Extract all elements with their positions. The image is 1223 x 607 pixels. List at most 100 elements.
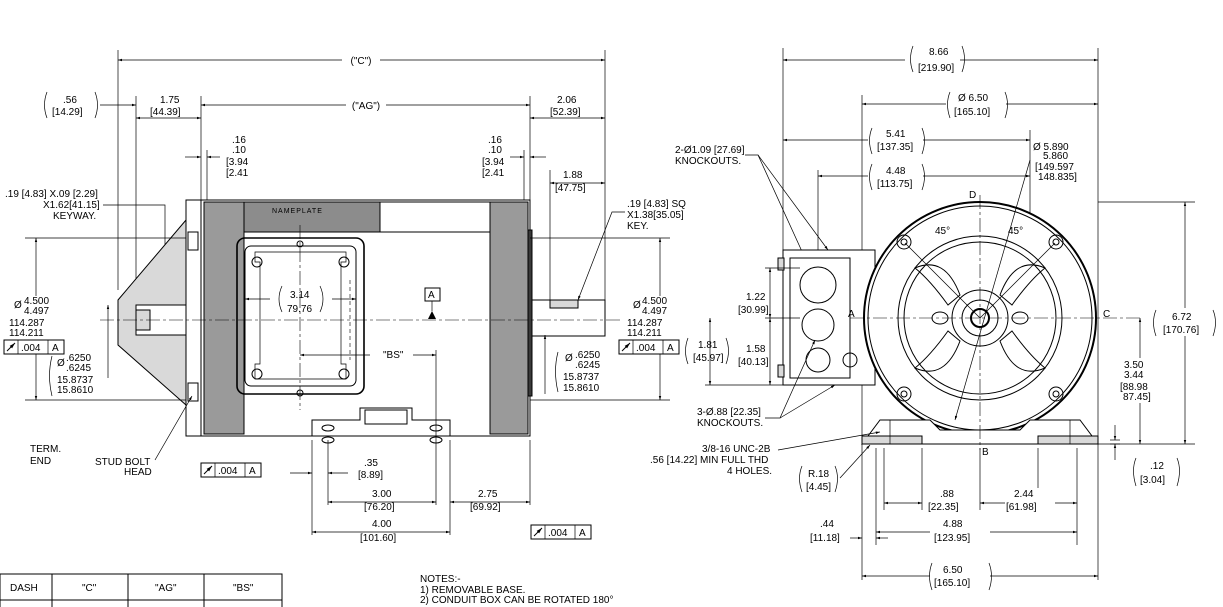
dim-181: 1.81 xyxy=(698,340,718,351)
dim-044-mm: [11.18] xyxy=(810,533,840,544)
nameplate-label: NAMEPLATE xyxy=(272,208,323,215)
table-header-dash: DASH xyxy=(10,583,38,594)
dim-044: .44 xyxy=(820,519,834,530)
pilot-left-mm1: 15.8737 xyxy=(57,375,94,386)
dim-400-mm: [101.60] xyxy=(360,533,396,544)
shaft-left-diam-symbol: Ø xyxy=(14,300,22,311)
datum-a-center: A xyxy=(428,290,435,301)
dim-206: 2.06 xyxy=(557,95,577,106)
shaft-right-diam-symbol: Ø xyxy=(633,300,641,311)
bolt-circle-diam: Ø 5.890 xyxy=(1033,142,1069,153)
dim-275-mm: [69.92] xyxy=(470,502,501,513)
dim-181-mm: [45.97] xyxy=(693,353,724,364)
dim-158: 1.58 xyxy=(746,344,766,355)
bolt-circle-mm1: [149.597 xyxy=(1035,162,1074,173)
label-a: A xyxy=(848,309,855,320)
bolt-circle-d2: 5.860 xyxy=(1043,151,1068,162)
end-view: 8.66 [219.90] Ø 6.50 [165.10] 5.41 [137.… xyxy=(650,44,1216,592)
side-view: ("C") ("AG") .56 [14.29] 1.75 [44.39] 2.… xyxy=(3,50,686,544)
dim-ag-label: ("AG") xyxy=(352,101,380,112)
dim-314: 3.14 xyxy=(290,290,310,301)
dim-350: 3.50 xyxy=(1124,360,1144,371)
shaft-left-mm1: 114.287 xyxy=(9,318,45,329)
dim-056-mm: [14.29] xyxy=(52,107,83,118)
dim-344: 3.44 xyxy=(1124,370,1144,381)
pilot-left-d2: .6245 xyxy=(66,363,91,374)
dim-400: 4.00 xyxy=(372,519,392,530)
pilot-right-mm2: 15.8610 xyxy=(563,383,600,394)
notes-title: NOTES:- xyxy=(420,574,461,585)
dim-650-bot-mm: [165.10] xyxy=(934,578,970,589)
keyway-note-line2: X1.62[41.15] xyxy=(43,200,100,211)
dim-650-bot: 6.50 xyxy=(943,565,963,576)
pilot-left-d1: .6250 xyxy=(66,353,91,364)
dim-r18-mm: [4.45] xyxy=(806,482,831,493)
dimension-table: DASH "C" "AG" "BS" xyxy=(0,573,283,607)
shaft-left-d2: 4.497 xyxy=(24,306,49,317)
dim-175: 1.75 xyxy=(160,95,180,106)
label-b: B xyxy=(982,447,989,458)
thread-line3: 4 HOLES. xyxy=(727,466,772,477)
dim-158-mm: [40.13] xyxy=(738,357,769,368)
tol-bottom-right-value: .004 xyxy=(548,528,568,539)
table-header-ag: "AG" xyxy=(155,583,177,594)
dim-c-label: ("C") xyxy=(351,56,372,67)
term-end-line1: TERM. xyxy=(30,444,61,455)
dim-088-mm: [22.35] xyxy=(928,502,959,513)
dim-650-top-mm: [165.10] xyxy=(954,107,990,118)
shaft-right-d1: 4.500 xyxy=(642,296,667,307)
dim-bs-label: "BS" xyxy=(383,350,404,361)
dim-010-left: .10 xyxy=(232,145,246,156)
dim-394-left: [3.94 xyxy=(226,157,249,168)
motor-end-body xyxy=(777,201,1099,445)
dim-016-left: .16 xyxy=(232,135,246,146)
note-1: 1) REMOVABLE BASE. xyxy=(420,585,525,596)
dim-650-top: Ø 6.50 xyxy=(958,93,988,104)
dim-672: 6.72 xyxy=(1172,312,1192,323)
dim-010-right: .10 xyxy=(488,145,502,156)
dim-541-mm: [137.35] xyxy=(877,142,913,153)
dim-314-mm: 79.76 xyxy=(287,304,312,315)
table-header-bs: "BS" xyxy=(233,583,254,594)
keyway-note-line1: .19 [4.83] X.09 [2.29] xyxy=(5,189,98,200)
tol-left-datum: A xyxy=(52,343,59,354)
tol-bottom-datum: A xyxy=(249,466,256,477)
knockout-bot-line2: KNOCKOUTS. xyxy=(697,418,763,429)
dim-088: .88 xyxy=(940,489,954,500)
dim-206-mm: [52.39] xyxy=(550,107,581,118)
shaft-right-mm2: 114.211 xyxy=(627,328,662,339)
dim-122: 1.22 xyxy=(746,292,766,303)
term-end-line2: END xyxy=(30,456,51,467)
label-d: D xyxy=(969,190,976,201)
dim-241-right: [2.41 xyxy=(482,168,505,179)
angle-right: 45° xyxy=(1008,226,1023,237)
stud-bolt-line2: HEAD xyxy=(124,467,152,478)
dim-866-mm: [219.90] xyxy=(918,63,954,74)
dim-016-right: .16 xyxy=(488,135,502,146)
dim-122-mm: [30.99] xyxy=(738,305,769,316)
tol-bottom-right-datum: A xyxy=(579,528,586,539)
dim-300-mm: [76.20] xyxy=(364,502,395,513)
label-c: C xyxy=(1103,309,1110,320)
tol-left-value: .004 xyxy=(21,343,41,354)
keyway-note-line3: KEYWAY. xyxy=(53,211,96,222)
key-note-line3: KEY. xyxy=(627,221,649,232)
dim-012-mm: [3.04] xyxy=(1140,475,1165,486)
dim-275: 2.75 xyxy=(478,489,498,500)
shaft-right-mm1: 114.287 xyxy=(627,318,663,329)
dim-056: .56 xyxy=(63,95,77,106)
pilot-right-diam-symbol: Ø xyxy=(565,353,573,364)
dim-244-mm: [61.98] xyxy=(1006,502,1037,513)
dim-300: 3.00 xyxy=(372,489,392,500)
shaft-left-d1: 4.500 xyxy=(24,296,49,307)
key-note-line2: X1.38[35.05] xyxy=(627,210,684,221)
angle-left: 45° xyxy=(935,226,950,237)
dim-488-mm: [123.95] xyxy=(934,533,970,544)
dim-394-right: [3.94 xyxy=(482,157,505,168)
key-note-line1: .19 [4.83] SQ xyxy=(627,199,686,210)
shaft-right-d2: 4.497 xyxy=(642,306,667,317)
table-header-c: "C" xyxy=(82,583,97,594)
pilot-right-d1: .6250 xyxy=(575,350,600,361)
dim-448: 4.48 xyxy=(886,166,906,177)
